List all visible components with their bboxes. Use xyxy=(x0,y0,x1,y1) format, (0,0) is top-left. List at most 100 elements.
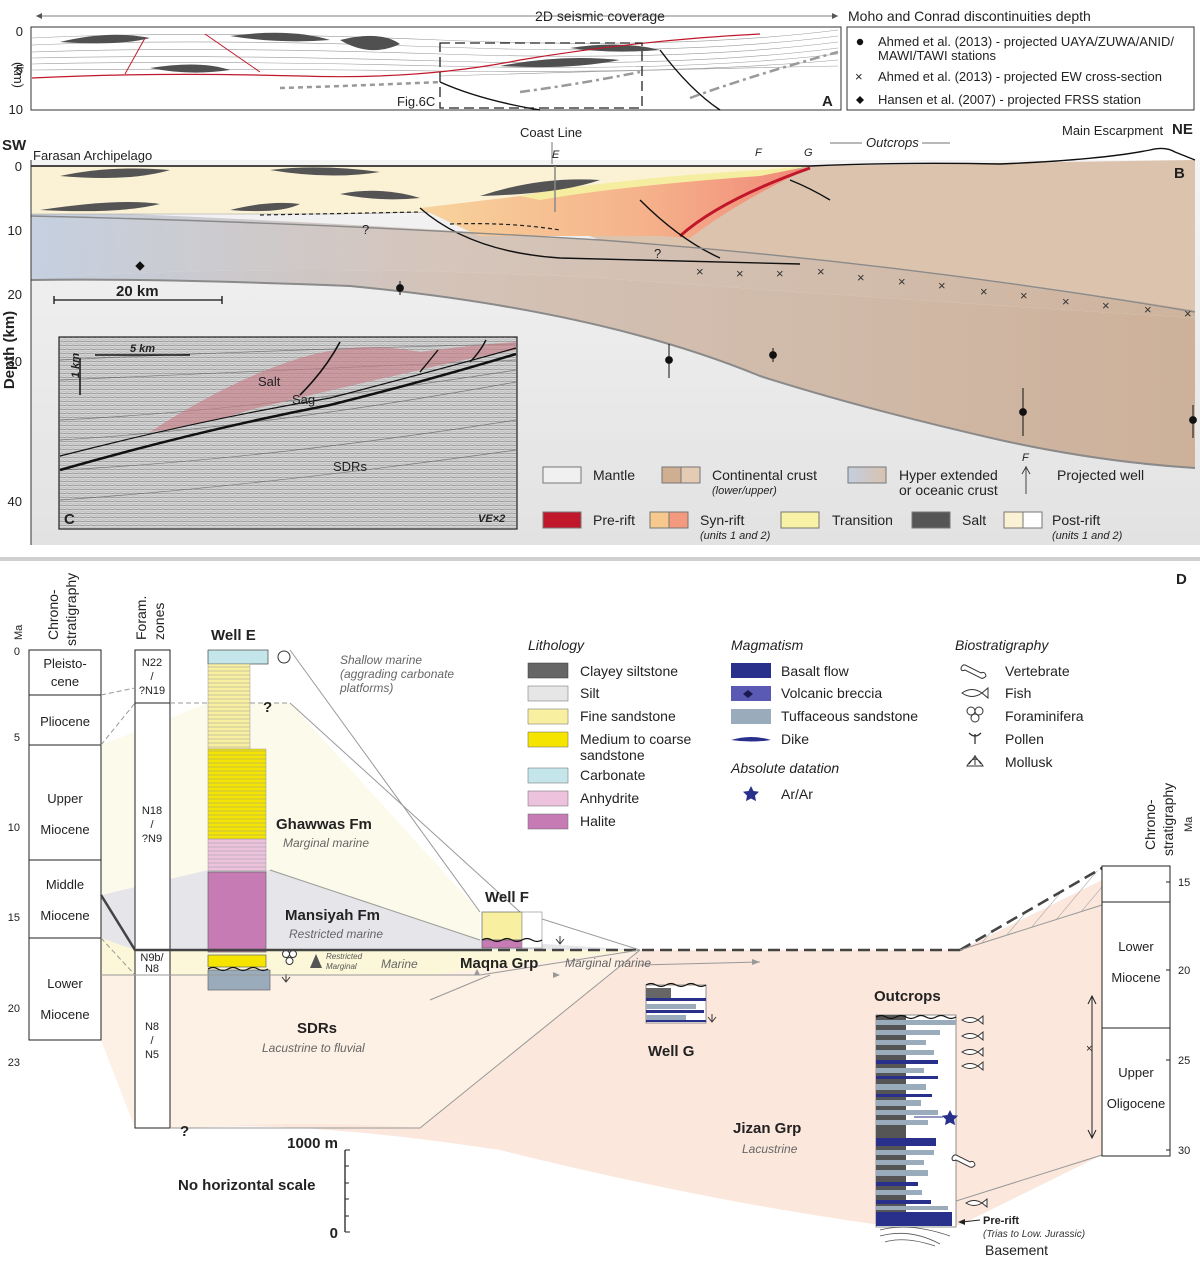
bio-vertebrate: Vertebrate xyxy=(1005,663,1070,679)
mansiyah-env: Restricted marine xyxy=(289,927,383,941)
svg-text:×: × xyxy=(696,264,704,279)
legend-transition-swatch xyxy=(780,511,820,529)
question-d2: ? xyxy=(180,1123,189,1140)
fault-b1 xyxy=(419,207,801,265)
station-markers xyxy=(135,261,1197,438)
jizan-label: Jizan Grp xyxy=(733,1120,801,1137)
black-fault-a2 xyxy=(659,49,721,111)
foram-z3a: N9b/ xyxy=(140,952,164,964)
legend-salt: Salt xyxy=(962,512,986,528)
legend-crust: Continental crust xyxy=(712,467,817,483)
foram-z1b: / xyxy=(150,671,154,683)
mollusk-icon xyxy=(966,755,984,767)
sdrs-label: SDRs xyxy=(297,1020,337,1037)
swatch-finesand xyxy=(527,708,569,725)
epoch-upper-m: Miocene xyxy=(40,822,89,837)
moho-dashdot-a xyxy=(519,50,839,100)
diamond-icon xyxy=(856,96,864,104)
fault-c1 xyxy=(299,341,341,396)
svg-text:×: × xyxy=(898,274,906,289)
chrono-left-2: stratigraphy xyxy=(63,573,79,646)
scale-ticks xyxy=(53,296,223,304)
fault-b2 xyxy=(639,199,721,259)
moho-legend-box xyxy=(846,26,1195,111)
shallow-2: (aggrading carbonate xyxy=(340,667,454,681)
jizan-fill xyxy=(101,880,1102,1225)
bio-pollen: Pollen xyxy=(1005,731,1044,747)
legend-synrift1-swatch xyxy=(649,511,670,529)
depth-tick-0: 0 xyxy=(15,159,22,174)
legend-transition: Transition xyxy=(832,512,893,528)
topography xyxy=(31,147,1196,167)
ma-tick-10: 10 xyxy=(8,822,20,834)
shallow-1: Shallow marine xyxy=(340,653,422,667)
panel-d-letter: D xyxy=(1176,571,1187,588)
red-fault-2 xyxy=(204,33,261,73)
c-ve-label: VE×2 xyxy=(478,513,505,525)
restricted-marginal-icon xyxy=(310,954,322,968)
ma-tick-20: 20 xyxy=(8,1003,20,1015)
epoch-pleisto2: cene xyxy=(51,674,79,689)
legend-salt-swatch xyxy=(911,511,951,529)
salt-bodies-b xyxy=(40,167,600,212)
ma-tick-0: 0 xyxy=(14,646,20,658)
breccia-icon xyxy=(743,690,753,698)
epoch-r-lower: Lower xyxy=(1118,939,1154,954)
station-dot-icon xyxy=(856,38,864,46)
ma-label-left: Ma xyxy=(13,624,25,640)
c-scale-h-label: 5 km xyxy=(130,343,155,355)
bio-title: Biostratigraphy xyxy=(955,637,1049,653)
well-e-mark: E xyxy=(552,149,560,161)
epoch-middle: Middle xyxy=(46,877,84,892)
scale-20km-label: 20 km xyxy=(116,283,159,300)
prerift-sub: (Trias to Low. Jurassic) xyxy=(983,1229,1085,1240)
line-ghawwas-top xyxy=(289,649,481,913)
panel-c-letter: C xyxy=(64,511,75,528)
epoch-r-upper: Upper xyxy=(1118,1065,1154,1080)
foram-icon-e xyxy=(282,950,297,965)
c-sdrs-label: SDRs xyxy=(333,459,367,474)
well-e-title: Well E xyxy=(211,627,256,644)
legend-synrift2-swatch xyxy=(668,511,689,529)
mag-breccia: Volcanic breccia xyxy=(781,685,882,701)
basement-dashed xyxy=(259,211,561,231)
no-hscale: No horizontal scale xyxy=(178,1177,316,1194)
lith-silt: Silt xyxy=(580,685,600,701)
foram-z4b: / xyxy=(150,1035,154,1047)
foram-1: Foram. xyxy=(133,596,149,640)
ew-section-markers: ××× ××× ××× ××× × xyxy=(696,264,1192,321)
unconformity-f xyxy=(481,937,543,943)
unconformity-g xyxy=(645,982,707,988)
chrono-right-column xyxy=(1101,865,1171,1157)
legend-well: Projected well xyxy=(1057,467,1144,483)
line-ghawwas-2 xyxy=(289,702,521,913)
datation-arar: Ar/Ar xyxy=(781,786,813,802)
legend-a-1: Ahmed et al. (2013) - projected UAYA/ZUW… xyxy=(878,34,1174,49)
jizan-env: Lacustrine xyxy=(742,1142,798,1156)
ma-r-15: 15 xyxy=(1178,877,1190,889)
epoch-r-upper-o: Oligocene xyxy=(1107,1096,1166,1111)
transition-strip xyxy=(520,166,810,200)
depth-tick-30: 30 xyxy=(8,354,22,369)
crust-lower xyxy=(31,270,1195,468)
swatch-clayey xyxy=(527,662,569,679)
well-e-halite xyxy=(207,871,267,953)
foram-z4a: N8 xyxy=(145,1021,159,1033)
well-g-mark: G xyxy=(804,147,813,159)
a-km-label: (km) xyxy=(11,62,26,88)
svg-text:×: × xyxy=(1020,288,1028,303)
svg-text:×: × xyxy=(938,278,946,293)
epoch-r-lower-m: Miocene xyxy=(1111,970,1160,985)
question-b2: ? xyxy=(654,246,661,261)
salt-bodies-a xyxy=(60,32,660,73)
lith-anhydrite: Anhydrite xyxy=(580,790,639,806)
ma-r-25: 25 xyxy=(1178,1055,1190,1067)
fault-b3 xyxy=(789,179,831,201)
coastline-label: Coast Line xyxy=(520,125,582,140)
prerift-arrowhead xyxy=(958,1219,965,1225)
horizon-base-mansiyah xyxy=(99,894,480,952)
horizon-lower xyxy=(959,904,1103,951)
well-e-coarse-lines xyxy=(208,749,266,839)
unconformity-outcrops xyxy=(875,1014,957,1020)
